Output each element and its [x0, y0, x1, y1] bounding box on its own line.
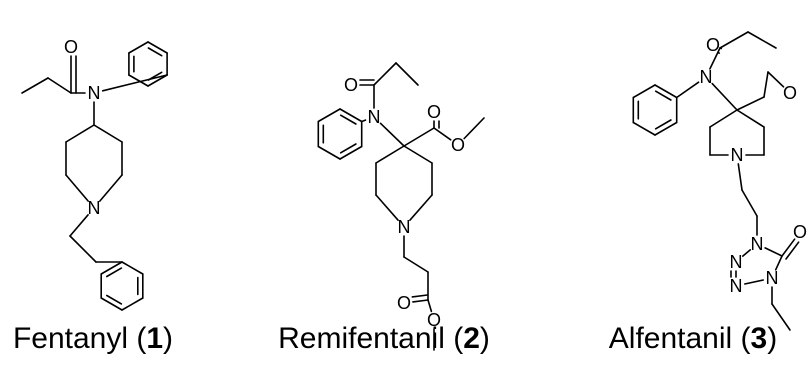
bond-line [395, 62, 419, 86]
bond-line [100, 261, 123, 275]
atom-label: O [427, 102, 441, 122]
bond-line [412, 299, 429, 303]
atom-label: N [766, 268, 779, 288]
bond-line [373, 62, 397, 86]
atom-label: O [451, 135, 465, 155]
bond-line [317, 108, 341, 123]
bond-line [69, 235, 97, 263]
bond-line [375, 145, 405, 164]
double-bond-line [147, 47, 163, 57]
atom-label: O [397, 293, 411, 313]
bond-line [379, 122, 405, 147]
bond-line [128, 41, 149, 54]
bond-line [771, 303, 791, 331]
double-bond-line [654, 119, 672, 130]
bond-line [339, 145, 363, 160]
atom-label: N [88, 83, 101, 103]
double-bond-line [147, 71, 163, 81]
bond-line [741, 249, 752, 257]
atom-label: N [751, 234, 764, 254]
bond-line [736, 109, 765, 128]
bond-line [736, 96, 765, 111]
bond-line [69, 214, 89, 237]
atom-label: O [427, 310, 441, 330]
bond-line [47, 77, 72, 94]
bond-line [409, 194, 433, 221]
atom-label: N [730, 276, 743, 296]
atom-label: O [706, 35, 720, 55]
bond-line [781, 238, 796, 257]
double-bond-line [339, 114, 357, 125]
bond-line [100, 297, 123, 311]
bond-line [747, 31, 777, 49]
bond-line [317, 145, 341, 160]
bond-line [767, 71, 785, 88]
bond-line [93, 124, 123, 143]
bond-line [654, 121, 678, 136]
double-bond-line [106, 294, 123, 305]
double-bond-line [717, 51, 721, 54]
atom-label: N [700, 67, 713, 87]
bond-line [737, 163, 743, 191]
atom-label: N [730, 252, 743, 272]
bond-line [741, 189, 758, 217]
bond-line [339, 108, 363, 123]
bond-line [128, 74, 149, 87]
bond-line [65, 124, 95, 143]
remifentanil-caption: Remifentanil (2) [278, 322, 490, 355]
atom-label: O [793, 222, 807, 242]
bond-line [433, 127, 452, 141]
bond-line [463, 117, 485, 140]
fentanyl-structure: O N N [21, 37, 168, 311]
bond-line [375, 194, 399, 221]
bond-line [711, 82, 738, 111]
atom-label: N [368, 107, 381, 127]
bond-line [764, 247, 783, 257]
double-bond-line [654, 90, 672, 101]
atom-label: N [88, 198, 101, 218]
bond-line [427, 299, 433, 313]
bond-line [147, 74, 168, 87]
atom-label: N [398, 217, 411, 237]
double-bond-line [339, 143, 357, 154]
bond-line [403, 127, 435, 147]
bond-line [709, 47, 721, 70]
bond-line [654, 84, 678, 99]
bond-line [147, 41, 168, 54]
alfentanil-caption: Alfentanil (3) [608, 322, 778, 355]
bond-line [709, 109, 738, 128]
bond-line [21, 77, 49, 94]
bond-line [101, 74, 168, 92]
fentanyl-caption: Fentanyl (1) [12, 322, 174, 355]
bond-line [403, 256, 429, 273]
bond-line [675, 81, 700, 99]
atom-label: O [344, 75, 358, 95]
bond-line [65, 174, 89, 202]
bond-line [403, 145, 433, 164]
bond-line [774, 255, 783, 271]
bond-line [121, 261, 144, 275]
atom-label: N [731, 145, 744, 165]
bond-line [763, 71, 769, 98]
bond-line [99, 174, 123, 202]
atom-label: O [64, 37, 78, 57]
atom-label: O [783, 83, 797, 103]
double-bond-line [785, 241, 800, 260]
bond-line [632, 84, 656, 99]
bond-line [743, 279, 765, 285]
bond-line [121, 297, 144, 311]
double-bond-line [411, 294, 429, 298]
bond-line [719, 31, 749, 49]
bond-line [632, 121, 656, 136]
double-bond-line [106, 267, 123, 278]
